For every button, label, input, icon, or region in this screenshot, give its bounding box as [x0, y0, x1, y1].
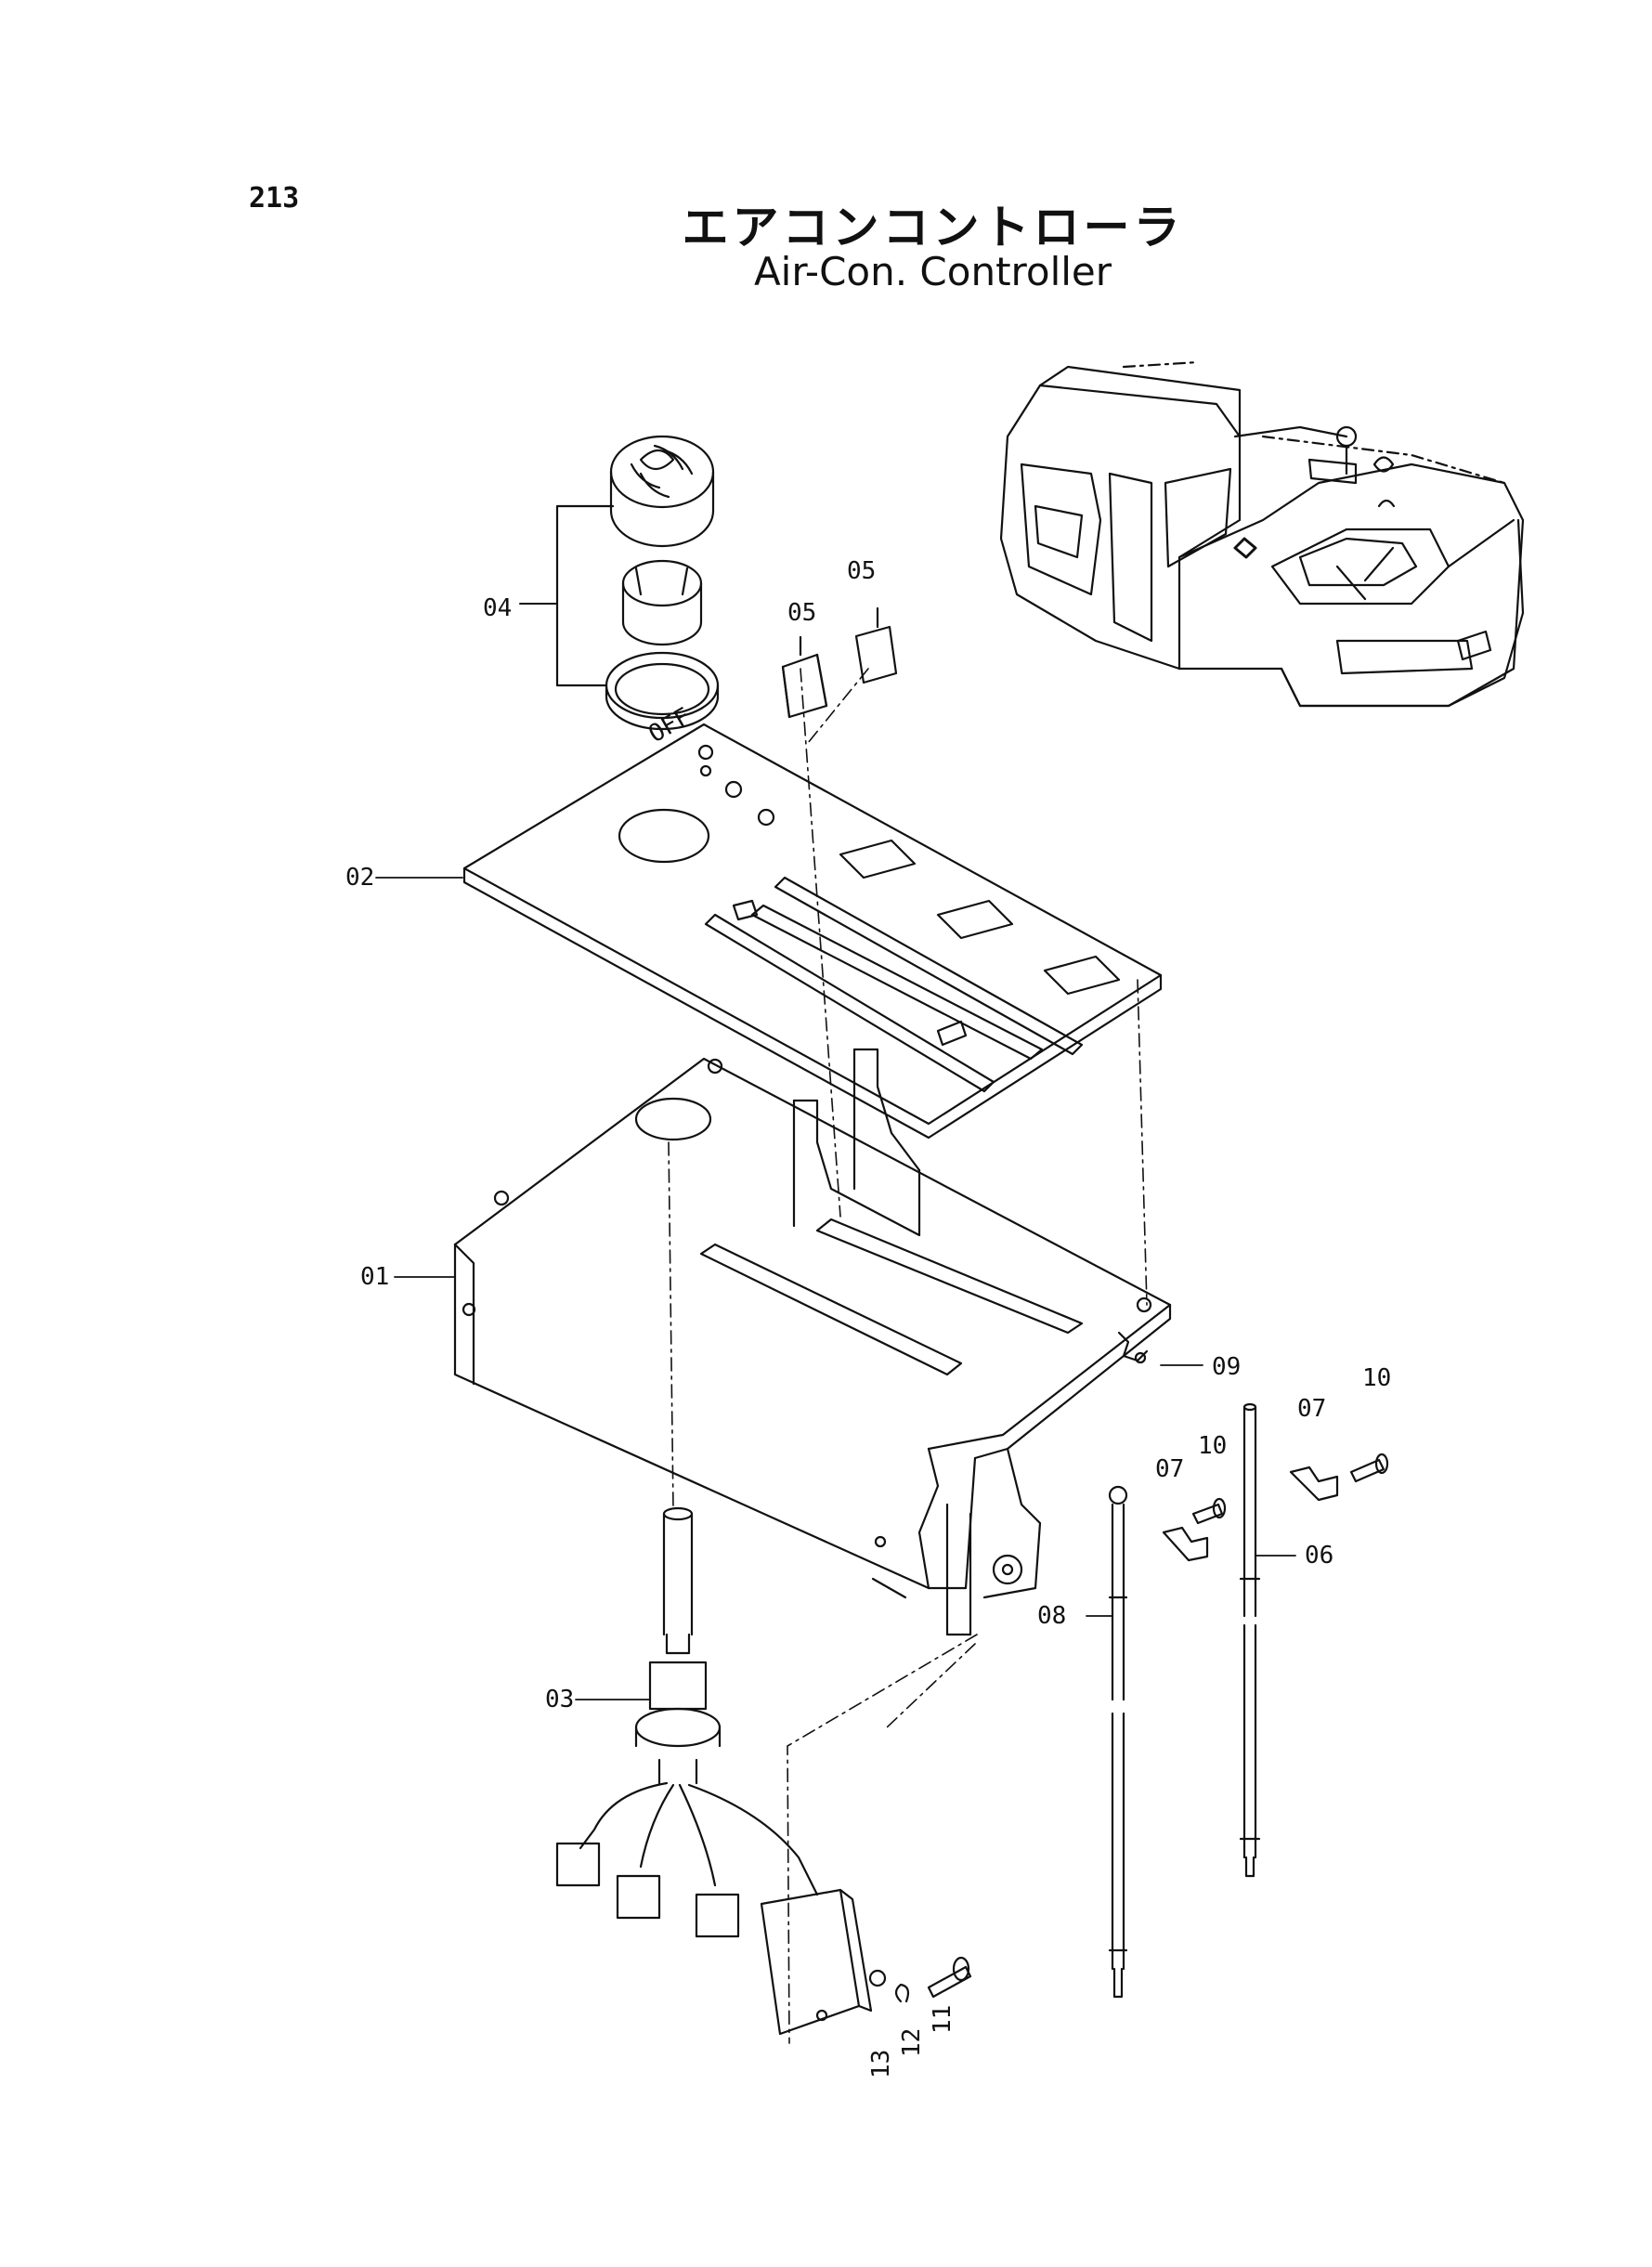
callout-07-right: 07	[1297, 1395, 1326, 1423]
title-english: Air-Con. Controller	[753, 249, 1112, 294]
callout-09: 09	[1212, 1353, 1241, 1381]
callout-01: 01	[360, 1263, 389, 1291]
callout-06: 06	[1305, 1542, 1333, 1570]
callout-11: 11	[929, 2005, 956, 2034]
callout-04: 04	[483, 594, 512, 622]
callout-03: 03	[545, 1686, 574, 1713]
switch-harness	[555, 1506, 972, 2036]
callout-13: 13	[867, 2050, 895, 2078]
base-housing	[453, 1048, 1172, 1636]
knob-assembly	[519, 435, 720, 731]
callout-05-right: 05	[847, 557, 876, 585]
excavator-overview	[999, 360, 1525, 708]
callout-10-right: 10	[1362, 1364, 1391, 1392]
title-japanese: エアコンコントローラ	[682, 201, 1184, 254]
callout-12: 12	[898, 2028, 926, 2057]
top-panel	[462, 723, 1163, 1140]
page-number: 213	[249, 182, 300, 215]
callout-10-left: 10	[1198, 1432, 1227, 1460]
rods-and-clamps	[1108, 1331, 1389, 1999]
callout-05-left: 05	[787, 599, 816, 627]
callout-08: 08	[1037, 1602, 1066, 1630]
leader-lines	[375, 607, 1296, 1700]
callout-02: 02	[345, 864, 374, 892]
callout-07-left: 07	[1155, 1455, 1184, 1483]
alignment-lines	[668, 668, 1148, 2044]
